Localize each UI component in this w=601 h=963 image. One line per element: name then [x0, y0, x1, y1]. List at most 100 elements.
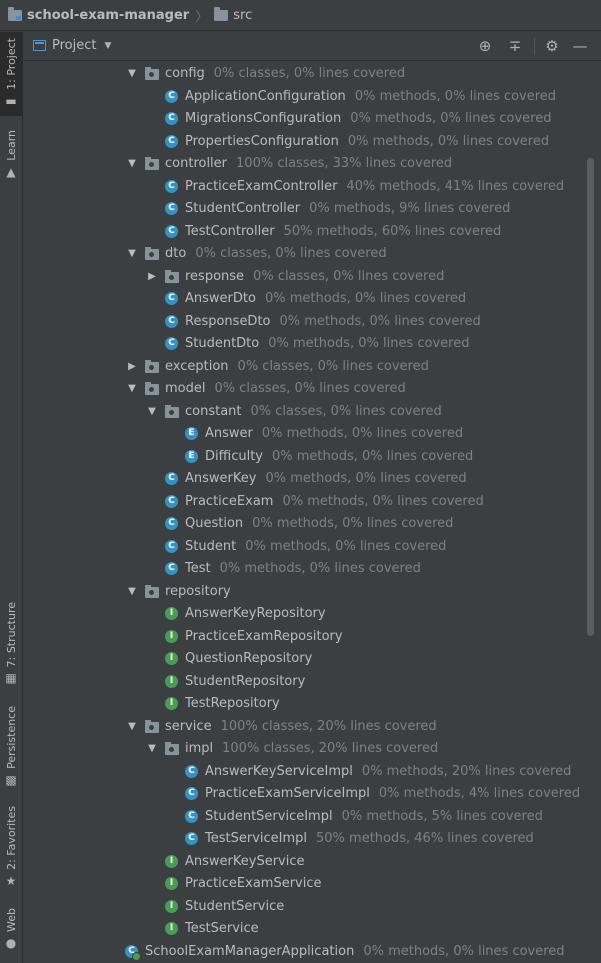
breadcrumb-project[interactable]: school-exam-manager	[8, 6, 189, 23]
expand-arrow-icon[interactable]: ▼	[128, 383, 136, 394]
interface-icon: I	[165, 877, 178, 890]
settings-icon[interactable]: ⚙	[545, 37, 559, 55]
coverage-text: 0% methods, 5% lines covered	[341, 808, 543, 824]
coverage-text: 0% methods, 0% lines covered	[347, 133, 550, 149]
class-icon: C	[185, 809, 198, 823]
class-icon: C	[165, 517, 178, 530]
package-icon	[145, 382, 159, 395]
class-icon: C	[165, 89, 178, 103]
coverage-text: 100% classes, 20% lines covered	[220, 718, 437, 734]
package-icon	[145, 719, 159, 733]
tab-structure[interactable]: 7: Structure ▦	[0, 602, 22, 688]
tab-persistence-label: Persistence	[4, 706, 18, 769]
interface-icon: I	[165, 899, 178, 913]
breadcrumb-src[interactable]: src	[214, 6, 252, 23]
tab-favorites[interactable]: 2: Favorites ★	[0, 806, 22, 892]
minimize-icon[interactable]: —	[572, 37, 588, 55]
coverage-text: 0% methods, 0% lines covered	[279, 313, 481, 329]
class-icon: C	[165, 562, 178, 575]
collapse-all-icon[interactable]: ∓	[508, 37, 522, 55]
interface-icon: I	[165, 674, 178, 688]
package-icon	[145, 157, 159, 170]
persistence-icon: ▩	[5, 772, 17, 787]
locate-icon[interactable]: ⊕	[478, 37, 492, 55]
breadcrumb: school-exam-manager 〉 src	[0, 0, 601, 31]
coverage-text: 0% methods, 0% lines covered	[271, 448, 474, 464]
tree-item-name: PracticeExamServiceImpl	[205, 786, 370, 801]
coverage-text: 0% classes, 0% lines covered	[250, 403, 442, 419]
tree-scrollbar[interactable]	[587, 158, 594, 636]
interface-icon: I	[165, 607, 178, 620]
expand-arrow-icon[interactable]: ▼	[128, 248, 136, 259]
expand-arrow-icon[interactable]: ▼	[128, 158, 136, 169]
tab-project[interactable]: 1: Project ▬	[0, 32, 22, 116]
coverage-text: 100% classes, 20% lines covered	[222, 741, 439, 756]
expand-arrow-icon[interactable]: ▼	[128, 585, 136, 597]
collapse-arrow-icon[interactable]: ▶	[128, 360, 136, 372]
tab-persistence[interactable]: Persistence ▩	[0, 706, 22, 790]
tree-item-label: QuestionRepository	[185, 651, 312, 666]
expand-arrow-icon[interactable]: ▼	[148, 405, 156, 417]
coverage-text: 0% methods, 9% lines covered	[309, 201, 511, 216]
coverage-text: 0% methods, 0% lines covered	[252, 516, 454, 531]
spring-app-class-icon: C	[125, 944, 141, 961]
tree-item-name: TestServiceImpl	[205, 831, 308, 846]
coverage-text: 0% methods, 0% lines covered	[363, 943, 565, 959]
expand-arrow-icon[interactable]: ▼	[128, 720, 136, 732]
collapse-arrow-icon[interactable]: ▶	[148, 270, 156, 282]
tab-web[interactable]: Web ●	[0, 908, 22, 956]
view-selector[interactable]: Project ▼	[33, 38, 111, 53]
expand-arrow-icon[interactable]: ▼	[148, 743, 156, 754]
expand-arrow-icon[interactable]: ▼	[128, 68, 136, 79]
tab-learn[interactable]: Learn ▲	[0, 130, 22, 186]
tree-row[interactable]: ▼repository	[24, 581, 601, 603]
coverage-text: 0% classes, 0% lines covered	[253, 268, 445, 284]
coverage-text: 100% classes, 33% lines covered	[236, 156, 453, 171]
